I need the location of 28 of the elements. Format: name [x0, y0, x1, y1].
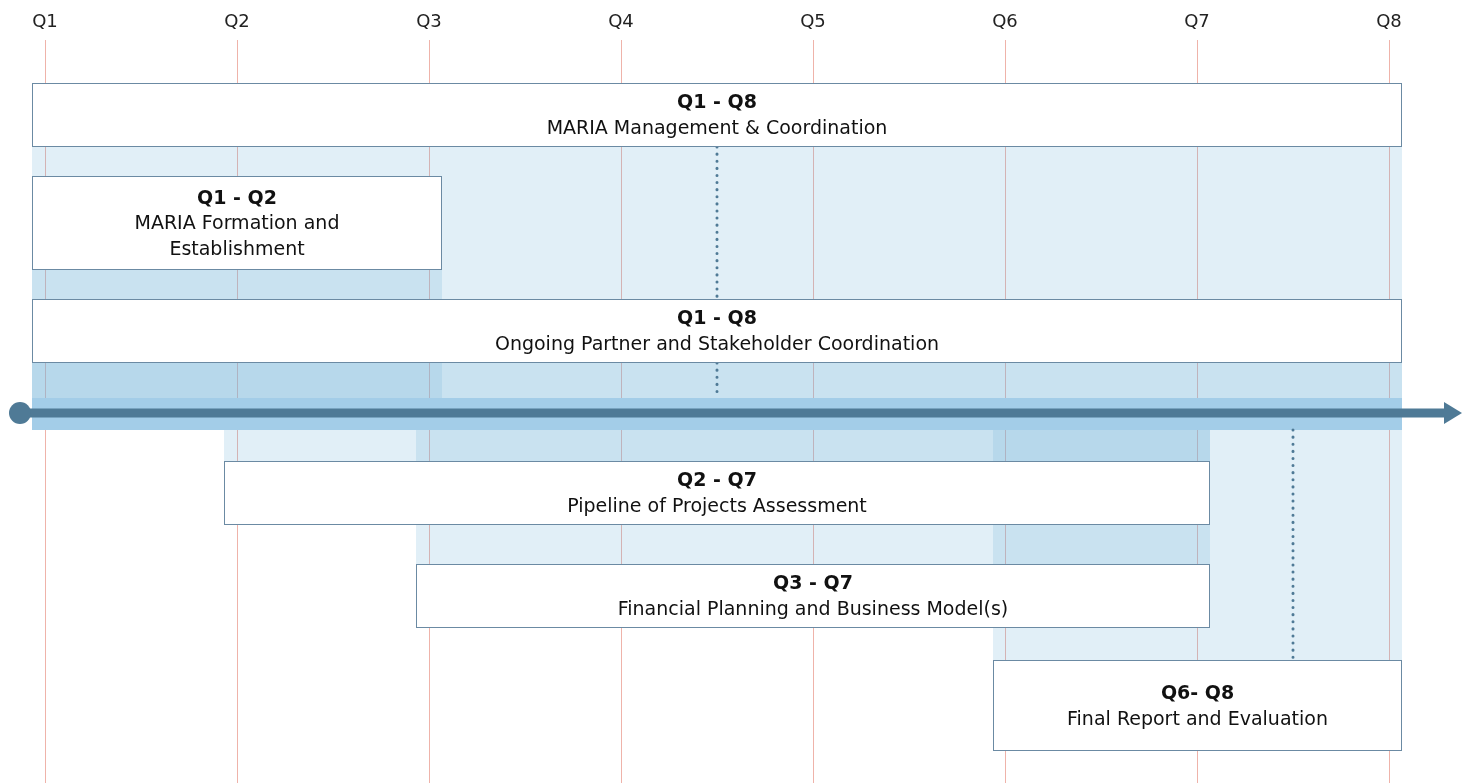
- activity-box: [32, 299, 1402, 363]
- quarter-label: Q4: [607, 10, 635, 31]
- activity-title: MARIA Management & Coordination: [546, 115, 888, 140]
- activity-box: [32, 83, 1402, 147]
- activity-box: [224, 461, 1210, 525]
- activity-title: MARIA Formation and Establishment: [133, 210, 341, 261]
- quarter-label: Q7: [1183, 10, 1211, 31]
- activity-box: [32, 176, 442, 270]
- activity-title: Ongoing Partner and Stakeholder Coordination: [494, 331, 940, 356]
- period-heading: Q6- Q8: [1160, 679, 1235, 705]
- quarter-label: Q2: [223, 10, 251, 31]
- quarter-label: Q8: [1375, 10, 1403, 31]
- activity-box: [416, 564, 1210, 628]
- activity-title: Financial Planning and Business Model(s): [617, 596, 1009, 621]
- activity-box: [993, 660, 1402, 751]
- quarter-label: Q3: [415, 10, 443, 31]
- dotted-connector: [715, 145, 719, 301]
- period-heading: Q1 - Q2: [197, 184, 277, 210]
- quarter-label: Q6: [991, 10, 1019, 31]
- activity-title: Final Report and Evaluation: [1067, 705, 1328, 731]
- activity-title: Pipeline of Projects Assessment: [567, 493, 867, 518]
- quarter-label: Q1: [31, 10, 59, 31]
- period-heading: Q1 - Q8: [677, 305, 757, 331]
- quarter-label: Q5: [799, 10, 827, 31]
- period-heading: Q1 - Q8: [677, 89, 757, 115]
- dotted-connector: [1291, 428, 1295, 662]
- period-heading: Q2 - Q7: [677, 467, 757, 493]
- period-heading: Q3 - Q7: [773, 570, 853, 596]
